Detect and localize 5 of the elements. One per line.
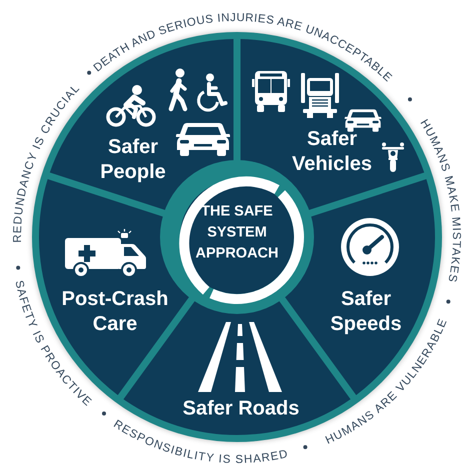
segment-title: Safer People xyxy=(100,135,166,185)
hub-title: THE SAFE SYSTEM APPROACH xyxy=(194,202,280,264)
segment-title: Safer Vehicles xyxy=(292,127,372,177)
segment-title: Safer Roads xyxy=(182,396,300,420)
segment-title: Post-Crash Care xyxy=(60,287,170,337)
